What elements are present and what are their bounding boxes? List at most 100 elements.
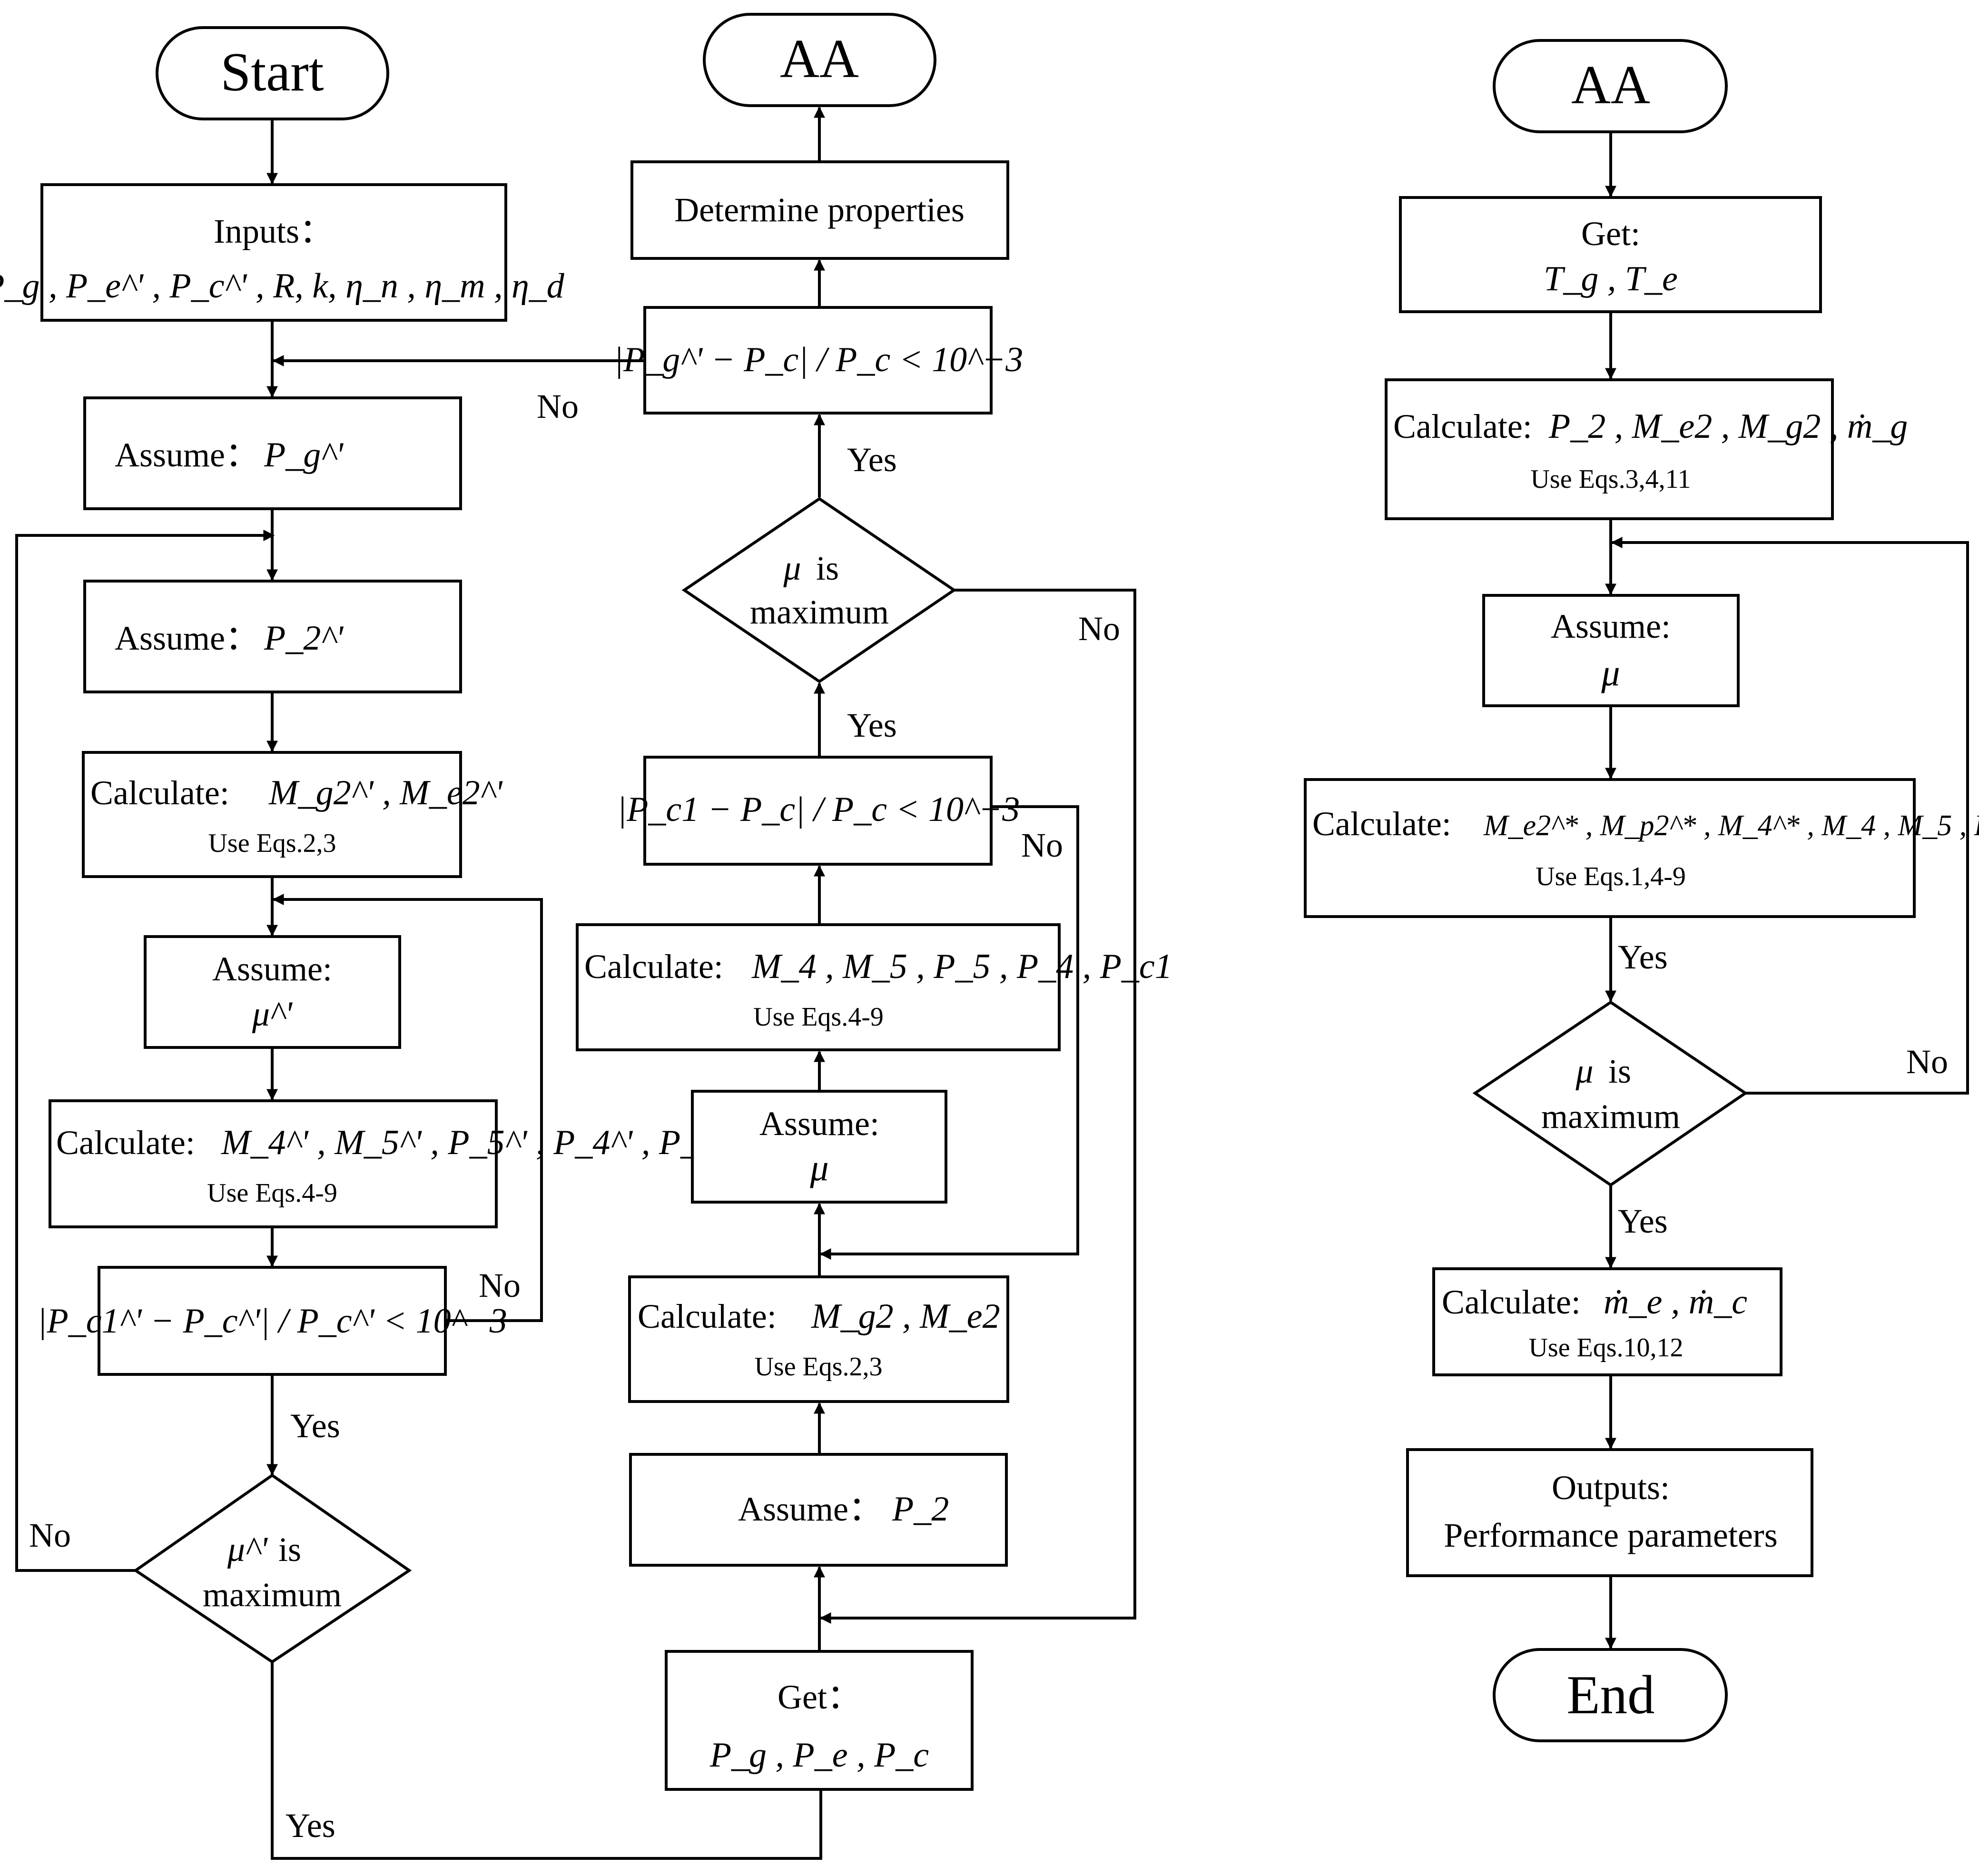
assume-mu-mid-label: Assume: [759,1105,879,1143]
mu-max-decision-right [1472,1000,1748,1187]
check-pg-box [643,306,993,415]
start-label: Start [220,42,324,102]
calc-p2-eqs: Use Eqs.3,4,11 [1530,464,1691,494]
column-2: AA Determine properties |P_g^' − P_c| / … [537,13,1172,1791]
yes-label-decision: Yes [286,1807,335,1845]
calc-m4-vars: M_4^' , M_5^' , P_5^' , P_4^' , P_c1^' [221,1123,754,1162]
calc-me-label: Calculate: [1442,1283,1581,1321]
assume-mu-mid-var: μ [809,1147,828,1188]
assume-p2-box-mid [629,1453,1008,1567]
mu-max-right-line2: maximum [1541,1097,1680,1135]
no-label-right: No [1906,1043,1948,1081]
calc-p2-label: Calculate: [1393,407,1532,445]
calc-m4-eqs: Use Eqs.4-9 [207,1178,337,1208]
mu-max-decision [133,1473,412,1664]
assume-pg-label: Assume： [115,436,259,474]
column-3: AA Get: T_g , T_e Calculate: P_2 , M_e2 … [1304,39,1979,1742]
calc-mg2-vars: M_g2^' , M_e2^' [268,773,503,812]
calc-m4-box [49,1099,498,1228]
assume-mu-label: Assume: [212,950,332,988]
check-pc1-mid-expr: |P_c1 − P_c| / P_c < 10^−3 [617,790,1020,829]
calc-p2-box [1385,378,1834,520]
assume-mu-box-mid [691,1090,947,1204]
end-label: End [1566,1665,1654,1725]
calc-m4-mid-label: Calculate: [584,948,723,986]
calc-p2-vars: P_2 , M_e2 , M_g2 , ṁ_g [1548,407,1908,446]
arrow-no-pc1-loop [819,805,1079,1260]
arrow-yes-to-get [271,1662,827,1860]
outputs-line2: Performance parameters [1444,1516,1778,1554]
calc-m4-box-mid [576,923,1061,1051]
check-pc1-box [98,1266,447,1376]
arrow-no-loop-to-assume-p2 [15,530,275,1572]
end-terminal [1493,1648,1728,1742]
assume-mu-right-label: Assume: [1551,607,1671,645]
assume-p2-var: P_2^' [264,619,344,658]
assume-mu-box [144,935,401,1049]
assume-p2-label: Assume： [115,619,259,657]
mu-max-decision-mid [681,497,957,683]
get-mid-vars: P_g , P_e , P_c [709,1736,929,1775]
aa-terminal-mid [703,13,936,107]
yes-label-check: Yes [290,1407,340,1445]
calc-m4-label: Calculate: [56,1124,195,1162]
mu-max-var: μ^' [227,1530,268,1569]
get-box-mid [665,1650,974,1791]
calc-me-vars: ṁ_e , ṁ_c [1604,1283,1747,1322]
calc-mg2-box [82,751,462,878]
check-pc1-expr: |P_c1^' − P_c^'| / P_c^' < 10^−3 [37,1302,507,1341]
get-mid-label: Get： [778,1678,861,1716]
get-right-vars: T_g , T_e [1544,259,1678,298]
determine-label: Determine properties [674,191,965,229]
calc-me-box [1432,1267,1782,1376]
column-1: Start Inputs： P_g , P_e^' , P_c^' , R, k… [0,26,827,1860]
calc-mg2-mid-label: Calculate: [638,1297,777,1335]
yes-label-check-pc1: Yes [847,706,897,744]
assume-pg-box [83,396,462,510]
arrow-no-loop-to-assume-mu [272,894,543,1322]
assume-p2-mid-var: P_2 [892,1490,949,1529]
calc-me-eqs: Use Eqs.10,12 [1528,1333,1683,1363]
calc-mg2-box-mid [628,1275,1009,1403]
calc-star-box [1304,778,1916,918]
assume-p2-box [83,580,462,693]
arrow-no-loop-right [1611,537,1969,1095]
mu-max-line2: maximum [203,1576,342,1614]
outputs-box [1406,1448,1813,1577]
calc-mg2-eqs: Use Eqs.2,3 [208,829,336,858]
outputs-line1: Outputs: [1552,1469,1670,1507]
yes-label-right-2: Yes [1618,1202,1668,1240]
get-box-right [1399,196,1822,313]
calc-m4-mid-eqs: Use Eqs.4-9 [753,1002,884,1032]
calc-star-label: Calculate: [1312,805,1451,843]
calc-mg2-mid-vars: M_g2 , M_e2 [811,1297,1000,1336]
aa-label-right: AA [1571,55,1650,115]
mu-max-right-line1: is [1608,1052,1631,1090]
mu-max-mid-line1: is [816,549,839,587]
inputs-title: Inputs： [214,212,334,250]
assume-pg-var: P_g^' [264,435,344,474]
calc-mg2-label: Calculate: [90,774,229,812]
yes-label-mu-max: Yes [847,441,897,479]
calc-m4-mid-vars: M_4 , M_5 , P_5 , P_4 , P_c1 [751,947,1172,986]
assume-mu-var: μ^' [252,995,293,1034]
yes-label-right-1: Yes [1618,938,1668,976]
calc-mg2-mid-eqs: Use Eqs.2,3 [754,1352,882,1382]
assume-mu-box-right [1482,594,1740,707]
no-label-mu-max: No [1078,610,1120,648]
no-label-decision: No [29,1516,71,1554]
no-label-check: No [479,1266,521,1304]
mu-max-mid-line2: maximum [750,593,889,631]
get-right-label: Get: [1581,215,1640,253]
arrow-no-mu-loop [819,589,1136,1624]
no-label-check-pg: No [537,387,579,425]
mu-max-right-var: μ [1575,1052,1593,1091]
calc-star-eqs: Use Eqs.1,4-9 [1536,862,1686,891]
calc-star-vars: M_e2^* , M_p2^* , M_4^* , M_4 , M_5 , P_… [1483,810,1979,842]
inputs-vars: P_g , P_e^' , P_c^' , R, k, η_n , η_m , … [0,267,565,306]
mu-max-line1: is [278,1530,301,1569]
inputs-box [40,183,507,322]
check-pc1-box-mid [643,756,993,866]
no-label-check-pc1: No [1021,826,1063,864]
